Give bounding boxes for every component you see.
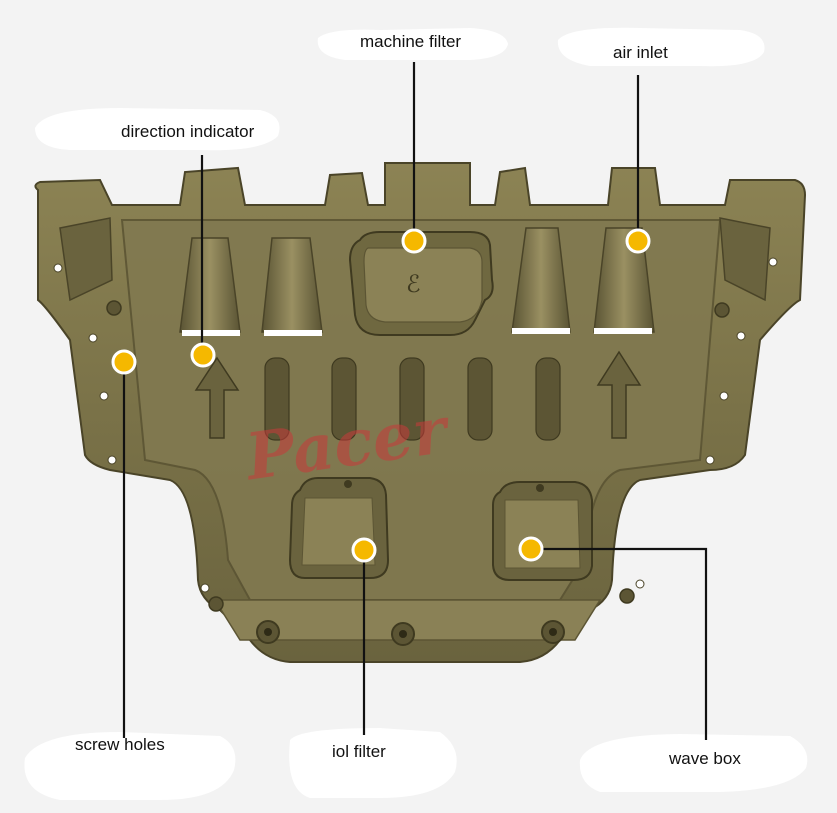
label-machine-filter: machine filter [360, 32, 461, 51]
callout-labels: machine filter air inlet direction indic… [75, 32, 741, 768]
air-inlet-ribs [179, 227, 655, 336]
marker-direction-indicator [190, 342, 216, 368]
machine-filter-plate: ℰ [348, 231, 494, 336]
right-wing-vent [719, 217, 771, 302]
marker-screw-holes [111, 349, 137, 375]
mounting-bolts [106, 300, 730, 646]
direction-arrows [194, 350, 642, 439]
label-screw-holes: screw holes [75, 735, 165, 754]
left-wing-vent [59, 217, 113, 302]
marker-iol-filter [351, 537, 377, 563]
marker-machine-filter [401, 228, 427, 254]
leader-lines [122, 62, 708, 740]
marker-wave-box [518, 536, 544, 562]
iol-filter-plate [288, 477, 390, 579]
callout-backgrounds [24, 27, 808, 800]
callout-markers [111, 228, 651, 563]
cooling-slots [264, 357, 561, 441]
wave-box-plate [492, 481, 593, 581]
label-air-inlet: air inlet [613, 43, 668, 62]
screw-holes [53, 257, 778, 593]
marker-air-inlet [625, 228, 651, 254]
label-wave-box: wave box [668, 749, 741, 768]
svg-text:ℰ: ℰ [406, 270, 421, 298]
label-iol-filter: iol filter [332, 742, 386, 761]
label-direction-indicator: direction indicator [121, 122, 255, 141]
